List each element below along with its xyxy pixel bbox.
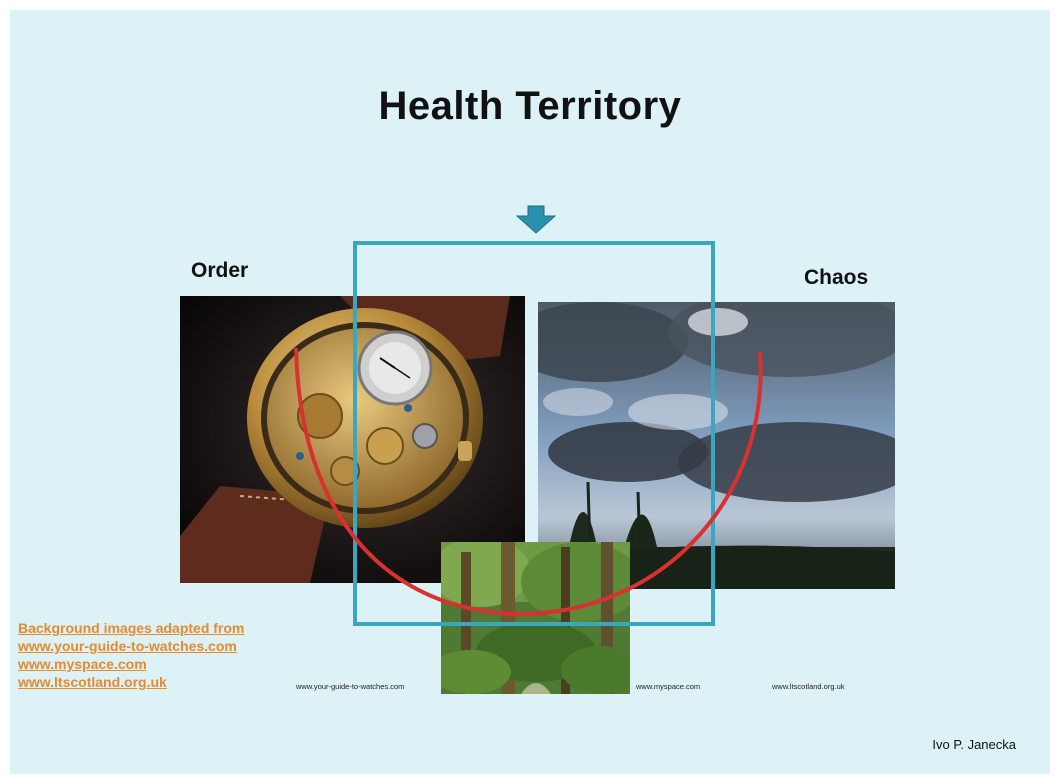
order-label: Order xyxy=(191,259,249,282)
watch-image xyxy=(180,296,525,583)
slide-title: Health Territory xyxy=(378,84,682,128)
ltscotland-link[interactable]: www.ltscotland.org.uk xyxy=(18,674,167,690)
myspace-link[interactable]: www.myspace.com xyxy=(18,656,147,672)
forest-caption: www.ltscotland.org.uk xyxy=(772,682,845,691)
chaos-label: Chaos xyxy=(804,266,869,289)
watches-link[interactable]: www.your-guide-to-watches.com xyxy=(18,638,237,654)
clouds-caption: www.myspace.com xyxy=(636,682,701,691)
credits-heading-link[interactable]: Background images adapted from xyxy=(18,620,245,636)
watch-caption: www.your-guide-to-watches.com xyxy=(296,682,405,691)
credits-block: Background images adapted from www.your-… xyxy=(18,619,244,691)
author-name: Ivo P. Janecka xyxy=(932,737,1016,752)
forest-image xyxy=(441,542,630,694)
